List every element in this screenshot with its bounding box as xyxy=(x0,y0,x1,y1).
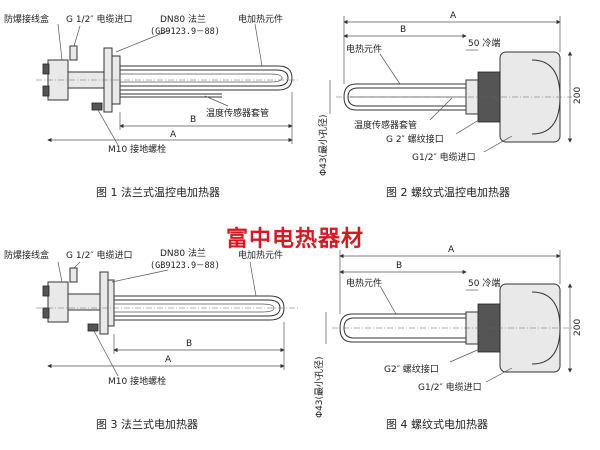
fig1-box-nut-top xyxy=(42,63,50,75)
fig1-ground-bolt xyxy=(91,102,103,111)
fig2-leader-sensor xyxy=(429,97,453,121)
fig3-cable-gland xyxy=(69,267,78,283)
fig4-label-hole: Φ43(最小孔径) xyxy=(313,356,325,418)
fig4-leader-gland xyxy=(485,367,513,383)
fig1-leader-ground xyxy=(97,109,119,146)
fig2-label-thread: G 2″ 螺纹接口 xyxy=(386,133,444,145)
fig1-element-core xyxy=(120,73,283,83)
fig2-dim-a: A xyxy=(450,11,457,21)
fig1-label-cable-inlet: G 1/2″ 电缆进口 xyxy=(66,13,133,25)
fig2-leader-thread xyxy=(455,117,483,135)
fig1-leader-flange xyxy=(115,29,171,53)
fig3-box-nut-top xyxy=(42,285,50,297)
fig3-label-cable-inlet: G 1/2″ 电缆进口 xyxy=(66,249,133,261)
fig3-leader-box xyxy=(57,261,63,283)
fig1-dim-b: B xyxy=(190,115,196,125)
fig1-cable-gland xyxy=(69,45,78,61)
fig1-leader-box xyxy=(57,23,63,61)
fig2-label-element: 电热元件 xyxy=(346,43,382,55)
fig3-dim-a: A xyxy=(165,355,172,365)
fig2-label-cable-inlet: G1/2″ 电缆进口 xyxy=(412,151,476,163)
fig2-label-cold-end: 50 冷端 xyxy=(468,37,500,49)
fig3-flange-boss xyxy=(107,279,115,327)
fig3-box-nut-bottom xyxy=(42,307,50,319)
fig4-label-cold-end: 50 冷端 xyxy=(468,277,500,289)
fig3-leader-gland xyxy=(73,261,81,269)
fig2-leader-gland xyxy=(483,135,513,153)
watermark-text: 富中电热器材 xyxy=(226,226,364,252)
figure-2: A B 50 冷端 200 Φ43(最小孔径) 电热元件 温度传感器套管 G 2… xyxy=(317,11,583,199)
fig4-leader-element xyxy=(379,285,397,315)
fig3-dim-b: B xyxy=(186,339,192,349)
figure-1: A B 防爆接线盒 G 1/2″ 电缆进口 DN80 法兰 (GB9123.9－… xyxy=(4,13,300,199)
figure-4: A B 50 冷端 200 Φ43(最小孔径) 电热元件 G2″ 螺纹接口 G1… xyxy=(313,245,583,431)
fig3-leader-element xyxy=(249,261,257,297)
fig1-label-ground: M10 接地螺栓 xyxy=(108,143,166,155)
fig4-caption: 图 4 螺纹式电加热器 xyxy=(386,417,488,431)
fig4-label-thread: G2″ 螺纹接口 xyxy=(384,363,439,375)
fig1-dim-a: A xyxy=(170,130,177,140)
fig4-leader-thread xyxy=(449,347,483,363)
fig1-label-flange: DN80 法兰 xyxy=(160,13,206,25)
fig3-ground-bolt xyxy=(87,323,99,332)
fig3-label-ground: M10 接地螺栓 xyxy=(108,375,166,387)
fig3-caption: 图 3 法兰式电加热器 xyxy=(96,417,198,431)
fig1-element-outer xyxy=(120,65,293,91)
fig1-leader-gland xyxy=(73,25,81,47)
fig1-label-junction-box: 防爆接线盒 xyxy=(4,13,49,25)
fig1-leader-sensor xyxy=(204,95,229,107)
fig4-dim-200: 200 xyxy=(573,319,583,336)
fig3-label-element: 电加热元件 xyxy=(238,249,283,261)
fig3-leader-ground xyxy=(93,330,119,377)
figure-3: A B 防爆接线盒 G 1/2″ 电缆进口 DN80 法兰 (GB9123.9－… xyxy=(4,247,298,431)
fig3-element-core xyxy=(114,303,275,313)
fig3-neck xyxy=(67,293,101,311)
fig1-caption: 图 1 法兰式温控电加热器 xyxy=(96,185,220,199)
fig3-label-flange: DN80 法兰 xyxy=(160,247,206,259)
fig1-leader-element xyxy=(254,23,263,67)
fig4-dim-a: A xyxy=(448,245,455,255)
fig2-leader-element xyxy=(379,53,401,85)
fig1-label-flange-std: (GB9123.9－88) xyxy=(150,27,220,37)
fig1-label-sensor: 温度传感器套管 xyxy=(206,107,269,119)
fig3-junction-box-shape xyxy=(47,281,69,323)
fig4-label-cable-inlet: G1/2″ 电缆进口 xyxy=(418,381,482,393)
fig1-box-nut-bottom xyxy=(42,85,50,97)
fig3-label-junction-box: 防爆接线盒 xyxy=(4,249,49,261)
fig4-label-element: 电热元件 xyxy=(346,277,382,289)
fig1-element-inner xyxy=(120,69,289,87)
fig1-label-element: 电加热元件 xyxy=(238,13,283,25)
fig2-dim-200: 200 xyxy=(573,87,583,104)
fig2-dim-b: B xyxy=(400,25,406,35)
fig3-label-flange-std: (GB9123.9－88) xyxy=(150,261,220,271)
fig3-leader-flange xyxy=(111,269,169,283)
fig2-label-hole: Φ43(最小孔径) xyxy=(317,114,329,176)
fig3-flange-plate xyxy=(99,271,109,335)
fig2-label-sensor: 温度传感器套管 xyxy=(354,119,417,131)
fig4-dim-b: B xyxy=(396,261,402,271)
fig2-caption: 图 2 螺纹式温控电加热器 xyxy=(386,185,510,199)
